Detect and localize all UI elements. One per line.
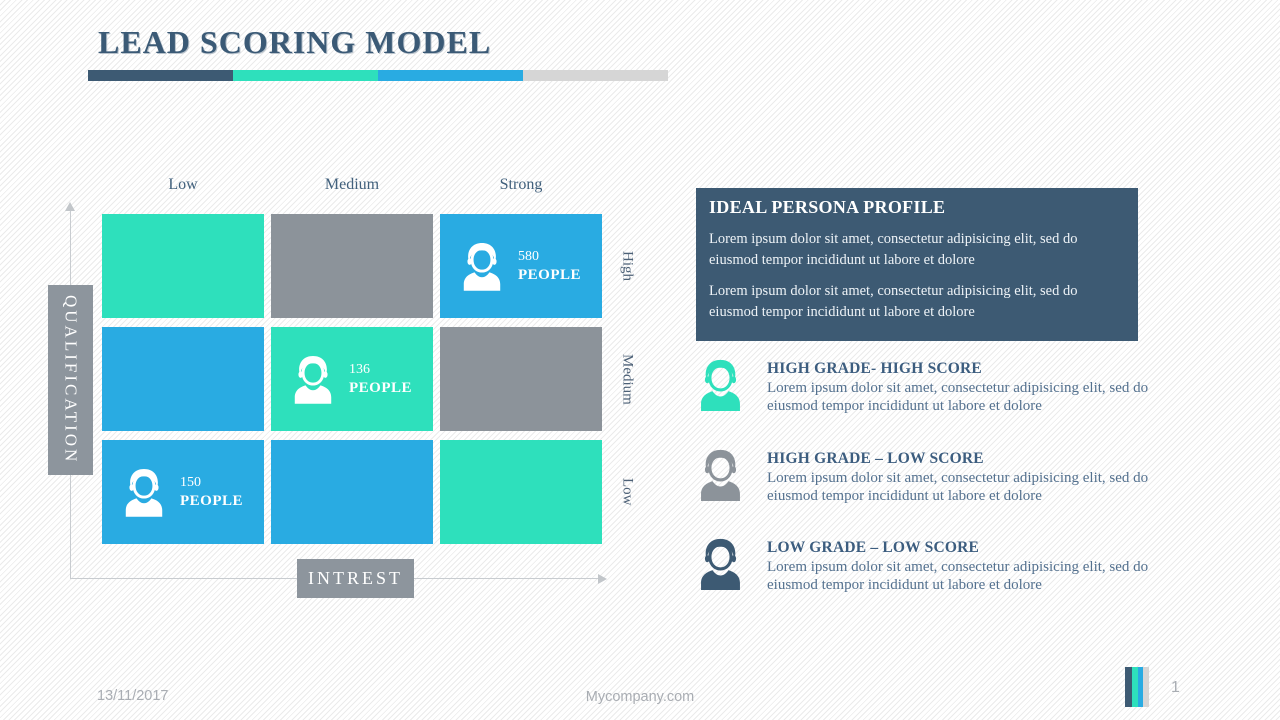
qualification-axis-label: QUALIFICATION bbox=[48, 285, 93, 475]
persona-panel-paragraph-2: Lorem ipsum dolor sit amet, consectetur … bbox=[709, 283, 1078, 320]
persona-item-low-low: LOW GRADE – LOW SCORE Lorem ipsum dolor … bbox=[697, 535, 1162, 595]
arrow-right-icon bbox=[598, 573, 607, 584]
accent-bar-segment-gray bbox=[523, 70, 668, 81]
matrix-cell-medium-medium: 136 PEOPLE bbox=[271, 327, 433, 431]
persona-title: HIGH GRADE – LOW SCORE bbox=[767, 449, 984, 467]
matrix-cell-medium-strong bbox=[440, 327, 602, 431]
logo-bar bbox=[1143, 667, 1149, 707]
people-unit-label: PEOPLE bbox=[180, 492, 244, 509]
persona-panel-paragraph-1: Lorem ipsum dolor sit amet, consectetur … bbox=[709, 231, 1078, 268]
column-header-medium: Medium bbox=[324, 176, 380, 193]
person-icon bbox=[697, 535, 744, 592]
persona-body: Lorem ipsum dolor sit amet, consectetur … bbox=[767, 559, 1149, 594]
matrix-cell-low-strong bbox=[440, 440, 602, 544]
matrix-column-headers: Low Medium Strong bbox=[102, 176, 602, 194]
persona-item-high-low: HIGH GRADE – LOW SCORE Lorem ipsum dolor… bbox=[697, 446, 1162, 506]
people-count: 150 bbox=[180, 475, 201, 491]
persona-title: HIGH GRADE- HIGH SCORE bbox=[767, 360, 982, 377]
people-badge: 136 PEOPLE bbox=[271, 353, 412, 405]
people-unit-label: PEOPLE bbox=[518, 266, 582, 283]
column-header-strong: Strong bbox=[499, 176, 543, 193]
ideal-persona-panel: IDEAL PERSONA PROFILE Lorem ipsum dolor … bbox=[696, 188, 1138, 341]
logo-bar bbox=[1125, 667, 1132, 707]
matrix-cell-low-medium bbox=[271, 440, 433, 544]
people-badge: 580 PEOPLE bbox=[440, 240, 581, 292]
matrix-cell-medium-low bbox=[102, 327, 264, 431]
matrix-row-headers: High Medium Low bbox=[614, 214, 640, 544]
row-header-high: High bbox=[619, 251, 636, 281]
matrix-cell-high-strong: 580 PEOPLE bbox=[440, 214, 602, 318]
person-icon bbox=[460, 240, 504, 292]
people-count: 580 bbox=[518, 249, 539, 265]
arrow-up-icon bbox=[65, 202, 75, 211]
persona-panel-title: IDEAL PERSONA PROFILE bbox=[709, 197, 946, 217]
accent-bar-segment-teal bbox=[233, 70, 378, 81]
person-icon bbox=[697, 356, 744, 413]
accent-bar-segment-blue bbox=[378, 70, 523, 81]
persona-title: LOW GRADE – LOW SCORE bbox=[767, 539, 980, 557]
title-underline-bar bbox=[88, 70, 668, 81]
intrest-axis-label: INTREST bbox=[297, 559, 414, 598]
logo-bar bbox=[1138, 667, 1143, 707]
matrix-cell-high-low bbox=[102, 214, 264, 318]
persona-list: HIGH GRADE- HIGH SCORE Lorem ipsum dolor… bbox=[697, 356, 1162, 625]
accent-bar-segment-dark bbox=[88, 70, 233, 81]
matrix-cell-high-medium bbox=[271, 214, 433, 318]
footer-date: 13/11/2017 bbox=[97, 688, 169, 704]
persona-body: Lorem ipsum dolor sit amet, consectetur … bbox=[767, 380, 1149, 415]
people-badge: 150 PEOPLE bbox=[102, 466, 243, 518]
company-logo-bars-icon bbox=[1125, 667, 1149, 707]
people-count: 136 bbox=[349, 362, 370, 378]
footer-page-number: 1 bbox=[1171, 679, 1180, 696]
row-header-low: Low bbox=[619, 478, 636, 506]
matrix-cell-low-low: 150 PEOPLE bbox=[102, 440, 264, 544]
persona-body: Lorem ipsum dolor sit amet, consectetur … bbox=[767, 469, 1149, 504]
column-header-low: Low bbox=[168, 176, 198, 193]
lead-scoring-matrix: 580 PEOPLE 136 PEOPLE 150 PEOPLE bbox=[102, 214, 602, 544]
people-unit-label: PEOPLE bbox=[349, 379, 413, 396]
logo-bar bbox=[1132, 667, 1138, 707]
footer-website: Mycompany.com bbox=[585, 689, 695, 705]
row-header-medium: Medium bbox=[619, 353, 636, 405]
person-icon bbox=[291, 353, 335, 405]
page-title: LEAD SCORING MODEL bbox=[98, 24, 492, 60]
persona-item-high-high: HIGH GRADE- HIGH SCORE Lorem ipsum dolor… bbox=[697, 356, 1162, 416]
person-icon bbox=[697, 446, 744, 503]
person-icon bbox=[122, 466, 166, 518]
